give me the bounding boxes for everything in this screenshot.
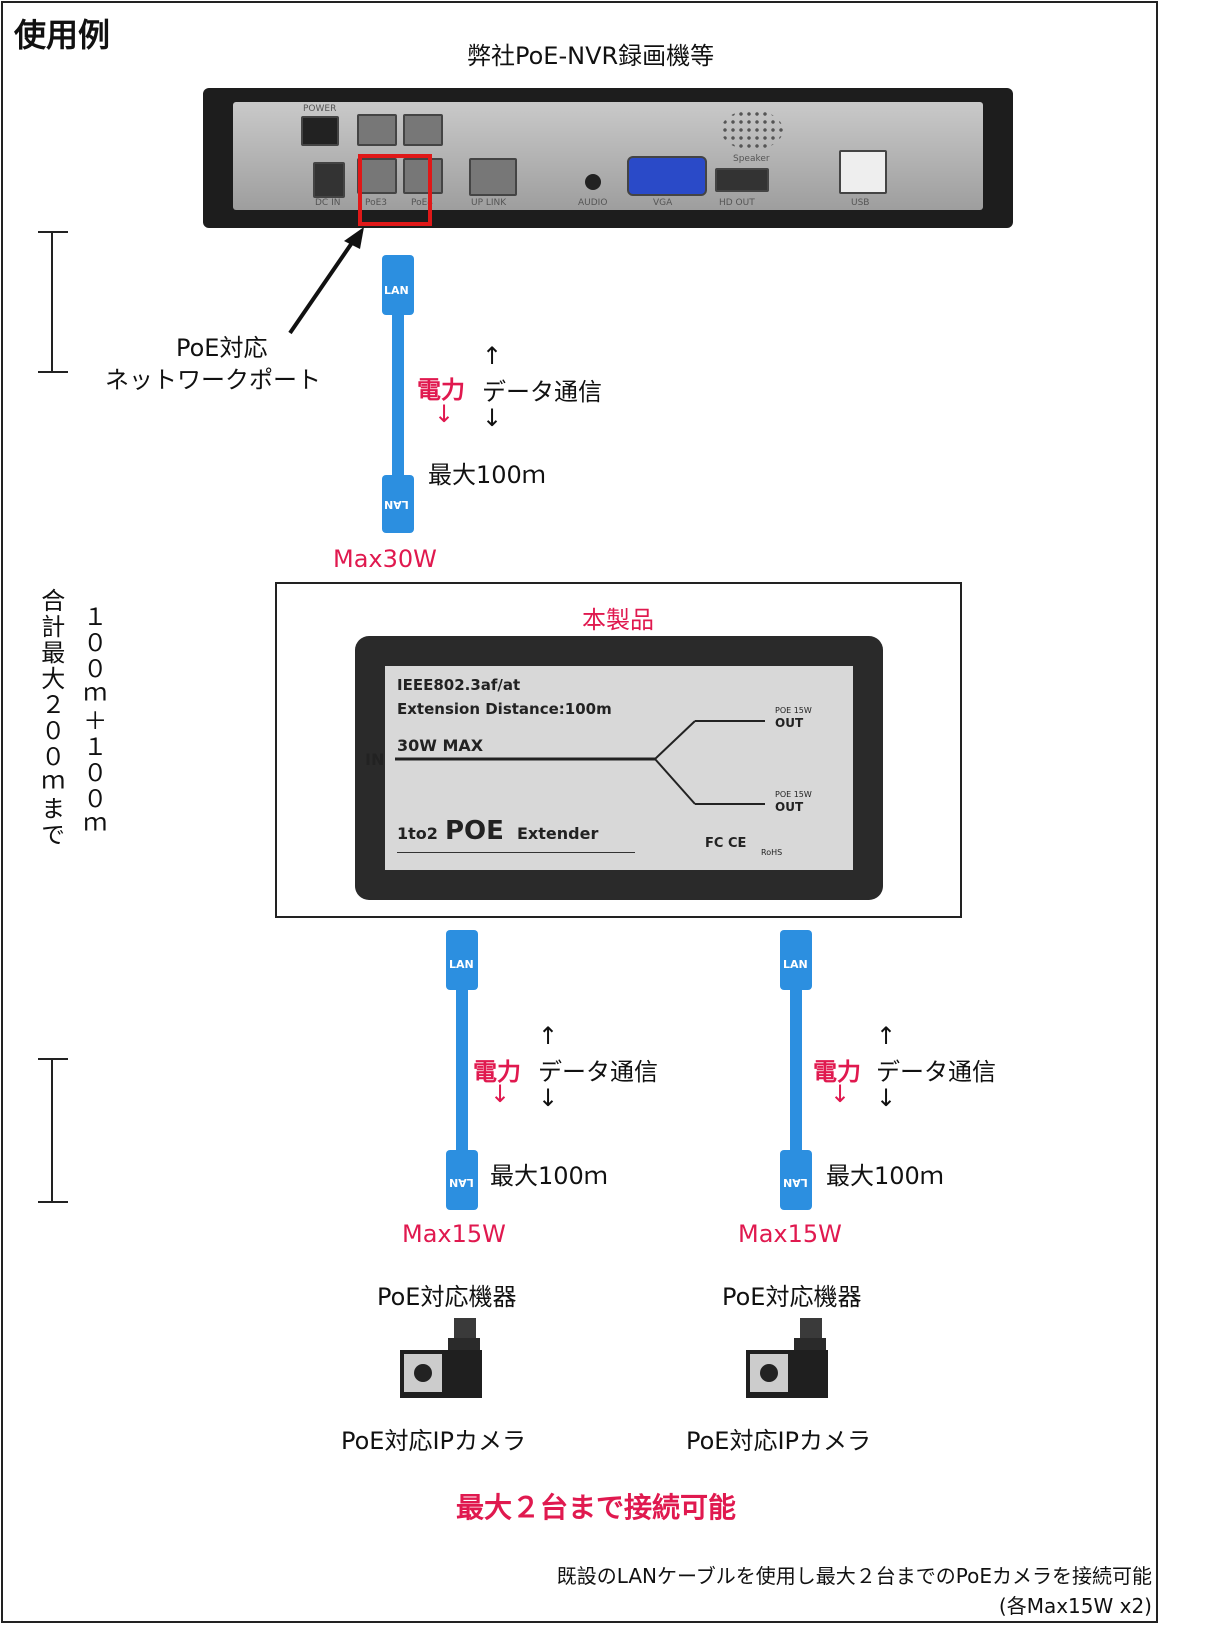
data-down-arrow-icon: ↓: [482, 404, 503, 432]
extender-model-main: POE: [445, 816, 504, 846]
nvr-port-label: UP LINK: [471, 198, 507, 208]
data-label: データ通信: [482, 378, 602, 406]
product-box: [275, 582, 962, 918]
extender-underline: [397, 852, 635, 853]
max-power-label: Max30W: [333, 545, 437, 573]
power-label: 電力: [813, 1058, 861, 1086]
lan-cable-branch-1: [446, 930, 478, 1210]
connector-label: LAN: [449, 958, 474, 971]
extender-distance: Extension Distance:100m: [397, 700, 612, 718]
nvr-port-label: PoE3: [365, 198, 388, 208]
scale-tick: [38, 1058, 68, 1060]
power-switch-icon: [301, 116, 339, 146]
poe-port-2-icon: [403, 114, 443, 146]
scale-bar-top: [51, 231, 53, 372]
extender-out2-label: OUT: [775, 800, 804, 814]
power-arrow-icon: ↓: [434, 400, 455, 428]
distance-label: 最大100ｍ: [490, 1162, 608, 1190]
extender-input-power: 30W MAX: [397, 736, 484, 755]
connector-label: LAN: [384, 498, 409, 511]
ip-camera-icon: [746, 1318, 836, 1400]
extender-model-suffix: Extender: [517, 824, 599, 843]
nvr-port-label: USB: [851, 198, 870, 208]
port-annotation-line2: ネットワークポート: [105, 366, 321, 394]
nvr-port-label: POWER: [303, 104, 337, 114]
data-label: データ通信: [876, 1058, 996, 1086]
lan-cable-branch-2: [780, 930, 812, 1210]
data-up-arrow-icon: ↑: [482, 342, 503, 370]
extender-in-label: IN: [365, 750, 385, 769]
nvr-port-label: PoE4: [411, 198, 434, 208]
nvr-title: 弊社PoE-NVR録画機等: [467, 42, 715, 70]
port-annotation-line1: PoE対応: [176, 334, 268, 362]
speaker-grille-icon: [721, 110, 783, 150]
power-arrow-icon: ↓: [830, 1080, 851, 1108]
camera-label: PoE対応IPカメラ: [341, 1427, 527, 1455]
audio-jack-icon: [585, 174, 601, 190]
dc-in-port-icon: [313, 162, 345, 198]
extender-out1-label: OUT: [775, 716, 804, 730]
max-power-label: Max15W: [402, 1220, 506, 1248]
nvr-port-label: Speaker: [733, 154, 770, 164]
distance-label: 最大100ｍ: [428, 461, 546, 489]
nvr-port-label: VGA: [653, 198, 673, 208]
footer-line2: (各Max15W x2): [998, 1594, 1152, 1618]
footer-line1: 既設のLANケーブルを使用し最大２台までのPoEカメラを接続可能: [556, 1564, 1152, 1588]
data-label: データ通信: [538, 1058, 658, 1086]
connector-label: LAN: [783, 958, 808, 971]
data-up-arrow-icon: ↑: [876, 1022, 897, 1050]
max-connect-label: 最大２台まで接続可能: [456, 1491, 737, 1524]
product-title: 本製品: [582, 606, 654, 634]
poe-extender-device: IEEE802.3af/at Extension Distance:100m 3…: [355, 636, 883, 900]
poe-port-highlight: [358, 154, 432, 226]
vga-port-icon: [627, 156, 707, 196]
power-arrow-icon: ↓: [490, 1080, 511, 1108]
lan-cable-top: [382, 255, 414, 533]
power-label: 電力: [417, 376, 465, 404]
usb-port-icon: [839, 150, 887, 194]
nvr-port-label: AUDIO: [578, 198, 608, 208]
total-note-col1: 合計最大２００ｍまで: [36, 588, 65, 848]
hdmi-port-icon: [715, 168, 769, 192]
page-heading: 使用例: [14, 16, 111, 54]
connector-label: LAN: [449, 1176, 474, 1189]
scale-tick: [38, 1201, 68, 1203]
scale-tick: [38, 371, 68, 373]
distance-label: 最大100ｍ: [826, 1162, 944, 1190]
scale-bar-bottom: [51, 1058, 53, 1202]
data-down-arrow-icon: ↓: [538, 1084, 559, 1112]
nvr-port-label: DC IN: [315, 198, 341, 208]
device-title: PoE対応機器: [377, 1283, 517, 1311]
extender-split-lines: [395, 720, 765, 805]
extender-label-plate: IEEE802.3af/at Extension Distance:100m 3…: [365, 666, 853, 870]
extender-rohs: RoHS: [761, 848, 783, 857]
data-down-arrow-icon: ↓: [876, 1084, 897, 1112]
diagram-frame: [1, 1, 1158, 1623]
poe-port-1-icon: [357, 114, 397, 146]
data-up-arrow-icon: ↑: [538, 1022, 559, 1050]
ip-camera-icon: [400, 1318, 490, 1400]
total-note-col2: １００ｍ＋１００ｍ: [78, 604, 107, 838]
connector-label: LAN: [783, 1176, 808, 1189]
nvr-rear-panel: POWER DC IN PoE3 PoE4 UP LINK AUDIO VGA …: [233, 102, 983, 210]
max-power-label: Max15W: [738, 1220, 842, 1248]
uplink-port-icon: [469, 158, 517, 196]
poe-port-4-icon: [403, 158, 443, 194]
camera-label: PoE対応IPカメラ: [686, 1427, 872, 1455]
extender-marks: FC CE: [705, 836, 747, 851]
nvr-device: POWER DC IN PoE3 PoE4 UP LINK AUDIO VGA …: [203, 88, 1013, 228]
extender-out1-power: POE 15W: [775, 706, 812, 715]
connector-label: LAN: [384, 284, 409, 297]
device-title: PoE対応機器: [722, 1283, 862, 1311]
pointer-arrow-icon: [288, 227, 364, 335]
extender-out2-power: POE 15W: [775, 790, 812, 799]
extender-standard: IEEE802.3af/at: [397, 676, 521, 694]
extender-model-prefix: 1to2: [397, 824, 438, 843]
scale-tick: [38, 231, 68, 233]
power-label: 電力: [473, 1058, 521, 1086]
nvr-port-label: HD OUT: [719, 198, 755, 208]
